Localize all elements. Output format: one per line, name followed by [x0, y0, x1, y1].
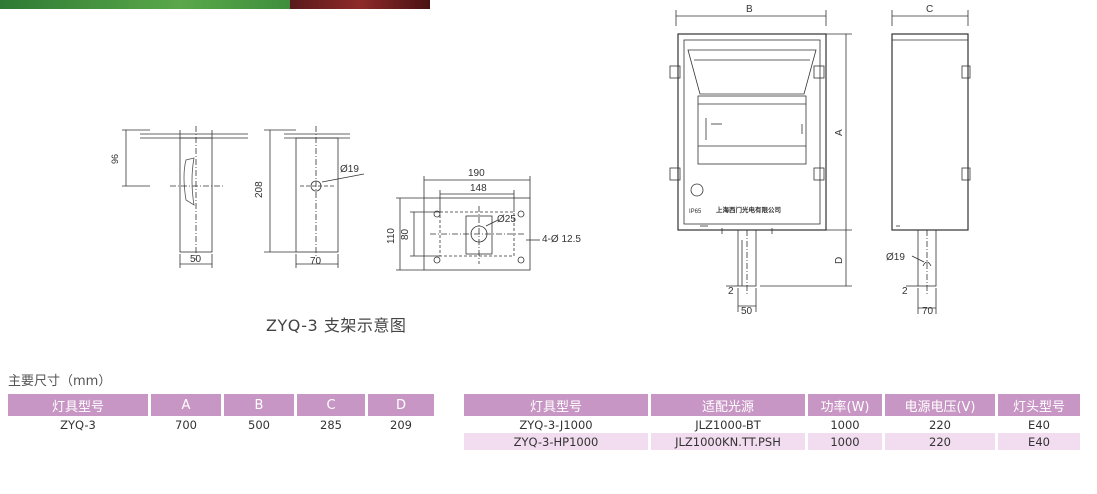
dim-hole-spec: 4-Ø 12.5: [542, 234, 581, 245]
dims-header-d: D: [368, 394, 434, 416]
dim-148: 148: [470, 183, 487, 194]
drawing-caption: ZYQ-3 支架示意图: [266, 316, 407, 335]
lamps-header-source: 适配光源: [651, 394, 805, 416]
dim-A: A: [834, 129, 845, 136]
dim-dia19-side: Ø19: [886, 252, 905, 263]
lamps-header-voltage: 电源电压(V): [885, 394, 995, 416]
lamps-table: 灯具型号 适配光源 功率(W) 电源电压(V) 灯头型号 ZYQ-3-J1000…: [461, 394, 1083, 450]
lamps-header-row: 灯具型号 适配光源 功率(W) 电源电压(V) 灯头型号: [464, 394, 1080, 416]
cell-d: 209: [390, 417, 412, 432]
luminaire-front-view: [669, 10, 852, 312]
cell-source: JLZ1000-BT: [695, 417, 761, 432]
dims-header-c: C: [297, 394, 365, 416]
dimensions-table: 灯具型号 A B C D ZYQ-3 700 500 285 209: [5, 394, 437, 433]
dims-header-model: 灯具型号: [8, 394, 148, 416]
dim-dia19-bracket: Ø19: [340, 164, 359, 175]
cell-a: 700: [175, 417, 197, 432]
dim-2-side: 2: [902, 286, 908, 297]
lamps-header-power: 功率(W): [808, 394, 882, 416]
dim-dia25: Ø25: [497, 214, 516, 225]
dim-2-front: 2: [728, 286, 734, 297]
technical-drawing: 96 50 208 70 Ø19: [110, 4, 971, 317]
dim-C: C: [926, 4, 933, 15]
cell-voltage: 220: [929, 417, 951, 432]
cell-model: ZYQ-3-HP1000: [464, 433, 648, 450]
dims-header-row: 灯具型号 A B C D: [8, 394, 434, 416]
cell-source: JLZ1000KN.TT.PSH: [651, 433, 805, 450]
bracket-front-view: [122, 126, 248, 268]
dim-110: 110: [386, 228, 397, 244]
dim-70-bracket: 70: [310, 256, 322, 267]
cell-model: ZYQ-3-J1000: [519, 417, 593, 432]
table-row: ZYQ-3-HP1000 JLZ1000KN.TT.PSH 1000 220 E…: [464, 433, 1080, 450]
cell-b: 500: [248, 417, 270, 432]
dim-B: B: [746, 4, 753, 15]
dims-header-a: A: [151, 394, 221, 416]
dim-50-front: 50: [741, 306, 753, 317]
dim-50-bracket: 50: [190, 254, 202, 265]
cell-power: 1000: [830, 417, 860, 432]
dim-208: 208: [254, 181, 265, 198]
banner-red-segment: [290, 0, 430, 9]
dims-table-title: 主要尺寸（mm）: [8, 374, 112, 389]
cell-socket: E40: [1028, 417, 1050, 432]
logo-ip65: IP65: [689, 209, 702, 215]
bracket-side-view: [264, 126, 365, 268]
cell-power: 1000: [808, 433, 882, 450]
cell-model: ZYQ-3: [60, 417, 96, 432]
cell-c: 285: [320, 417, 342, 432]
dim-80: 80: [400, 228, 411, 240]
dim-70-side: 70: [922, 306, 934, 317]
cell-socket: E40: [998, 433, 1080, 450]
dims-header-b: B: [224, 394, 294, 416]
table-row: ZYQ-3-J1000 JLZ1000-BT 1000 220 E40: [464, 416, 1080, 433]
table-row: ZYQ-3 700 500 285 209: [8, 416, 434, 433]
mounting-plate-view: [396, 176, 540, 271]
dim-D: D: [834, 257, 845, 264]
company-name-plate: 上海西门光电有限公司: [716, 205, 781, 214]
lamps-header-socket: 灯头型号: [998, 394, 1080, 416]
dim-96: 96: [110, 154, 120, 164]
dim-190: 190: [468, 168, 485, 179]
luminaire-side-view: [891, 10, 971, 314]
lamps-header-model: 灯具型号: [464, 394, 648, 416]
top-banner-image: [0, 0, 430, 9]
banner-green-segment: [0, 0, 300, 9]
cell-voltage: 220: [885, 433, 995, 450]
